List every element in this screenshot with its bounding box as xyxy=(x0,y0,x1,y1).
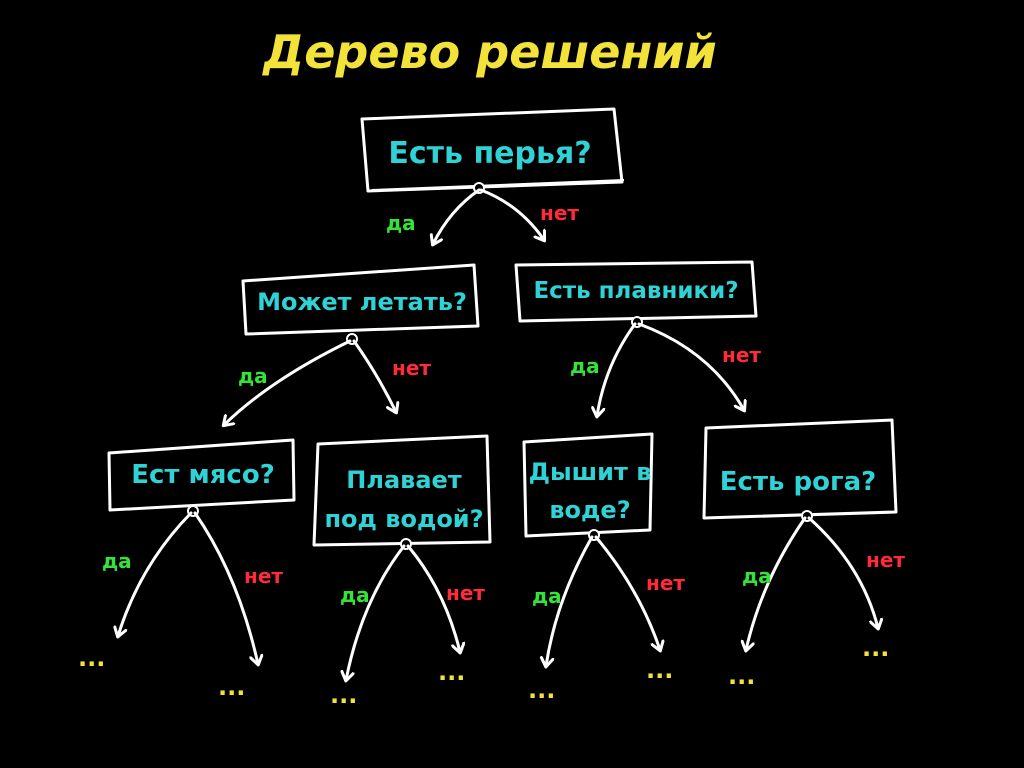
leaf-eats-meat-no: ... xyxy=(218,673,245,701)
node-swims-underwater-line2: под водой? xyxy=(324,505,483,533)
arrow-root-no xyxy=(479,188,544,240)
arrow-has-fins-no xyxy=(637,322,744,410)
arrow-breathes-in-water-yes xyxy=(546,535,594,666)
leaf-has-horns-yes: ... xyxy=(728,662,755,690)
arrow-can-fly-yes xyxy=(224,339,352,425)
arrow-eats-meat-no xyxy=(193,511,258,664)
branch-arrows xyxy=(118,188,878,680)
edge-label-has-fins-yes: да xyxy=(570,354,600,378)
node-swims-underwater-line1: Плавает xyxy=(346,466,462,494)
diagram-title: Дерево решений xyxy=(261,25,716,79)
node-breathes-in-water-line2: воде? xyxy=(549,496,630,524)
edge-label-swims-underwater-no: нет xyxy=(446,581,485,605)
node-root: Есть перья? xyxy=(360,107,625,193)
arrow-has-horns-yes xyxy=(746,516,807,650)
node-eats-meat: Ест мясо? xyxy=(107,438,296,512)
node-breathes-in-water: Дышит в воде? xyxy=(522,432,654,538)
leaf-eats-meat-yes: ... xyxy=(78,644,105,672)
arrow-swims-underwater-yes xyxy=(346,544,406,680)
edge-label-can-fly-no: нет xyxy=(392,356,431,380)
node-swims-underwater: Плавает под водой? xyxy=(312,434,492,547)
node-can-fly: Может летать? xyxy=(241,263,480,336)
edge-label-has-horns-no: нет xyxy=(866,548,905,572)
node-has-fins: Есть плавники? xyxy=(514,260,758,323)
edge-label-root-no: нет xyxy=(540,201,579,225)
leaf-breathes-in-water-no: ... xyxy=(646,656,673,684)
arrow-swims-underwater-no xyxy=(406,544,460,652)
node-root-label: Есть перья? xyxy=(388,136,591,171)
edge-label-swims-underwater-yes: да xyxy=(340,583,370,607)
edge-labels: да нет да нет да нет да нет да нет да не… xyxy=(102,201,905,608)
edge-label-eats-meat-yes: да xyxy=(102,549,132,573)
arrow-eats-meat-yes xyxy=(118,511,193,636)
leaf-has-horns-no: ... xyxy=(862,634,889,662)
edge-label-has-fins-no: нет xyxy=(722,343,761,367)
node-breathes-in-water-line1: Дышит в xyxy=(529,458,652,486)
arrow-root-yes xyxy=(433,188,481,244)
edge-label-breathes-in-water-no: нет xyxy=(646,571,685,595)
branch-points xyxy=(187,182,813,550)
node-can-fly-label: Может летать? xyxy=(257,288,467,316)
node-has-horns-label: Есть рога? xyxy=(720,467,876,497)
edge-label-can-fly-yes: да xyxy=(238,364,268,388)
edge-label-breathes-in-water-yes: да xyxy=(532,584,562,608)
node-eats-meat-label: Ест мясо? xyxy=(131,460,275,490)
node-has-horns: Есть рога? xyxy=(702,418,898,520)
arrow-can-fly-no xyxy=(352,339,396,412)
edge-label-eats-meat-no: нет xyxy=(244,564,283,588)
arrow-has-fins-yes xyxy=(597,322,637,416)
arrow-has-horns-no xyxy=(807,516,878,628)
leaf-ellipses: ... ... ... ... ... ... ... ... xyxy=(78,634,889,709)
arrow-breathes-in-water-no xyxy=(594,535,660,650)
edge-label-has-horns-yes: да xyxy=(742,564,772,588)
leaf-swims-underwater-no: ... xyxy=(438,658,465,686)
leaf-breathes-in-water-yes: ... xyxy=(528,676,555,704)
node-has-fins-label: Есть плавники? xyxy=(533,278,738,304)
leaf-swims-underwater-yes: ... xyxy=(330,681,357,709)
edge-label-root-yes: да xyxy=(386,211,416,235)
